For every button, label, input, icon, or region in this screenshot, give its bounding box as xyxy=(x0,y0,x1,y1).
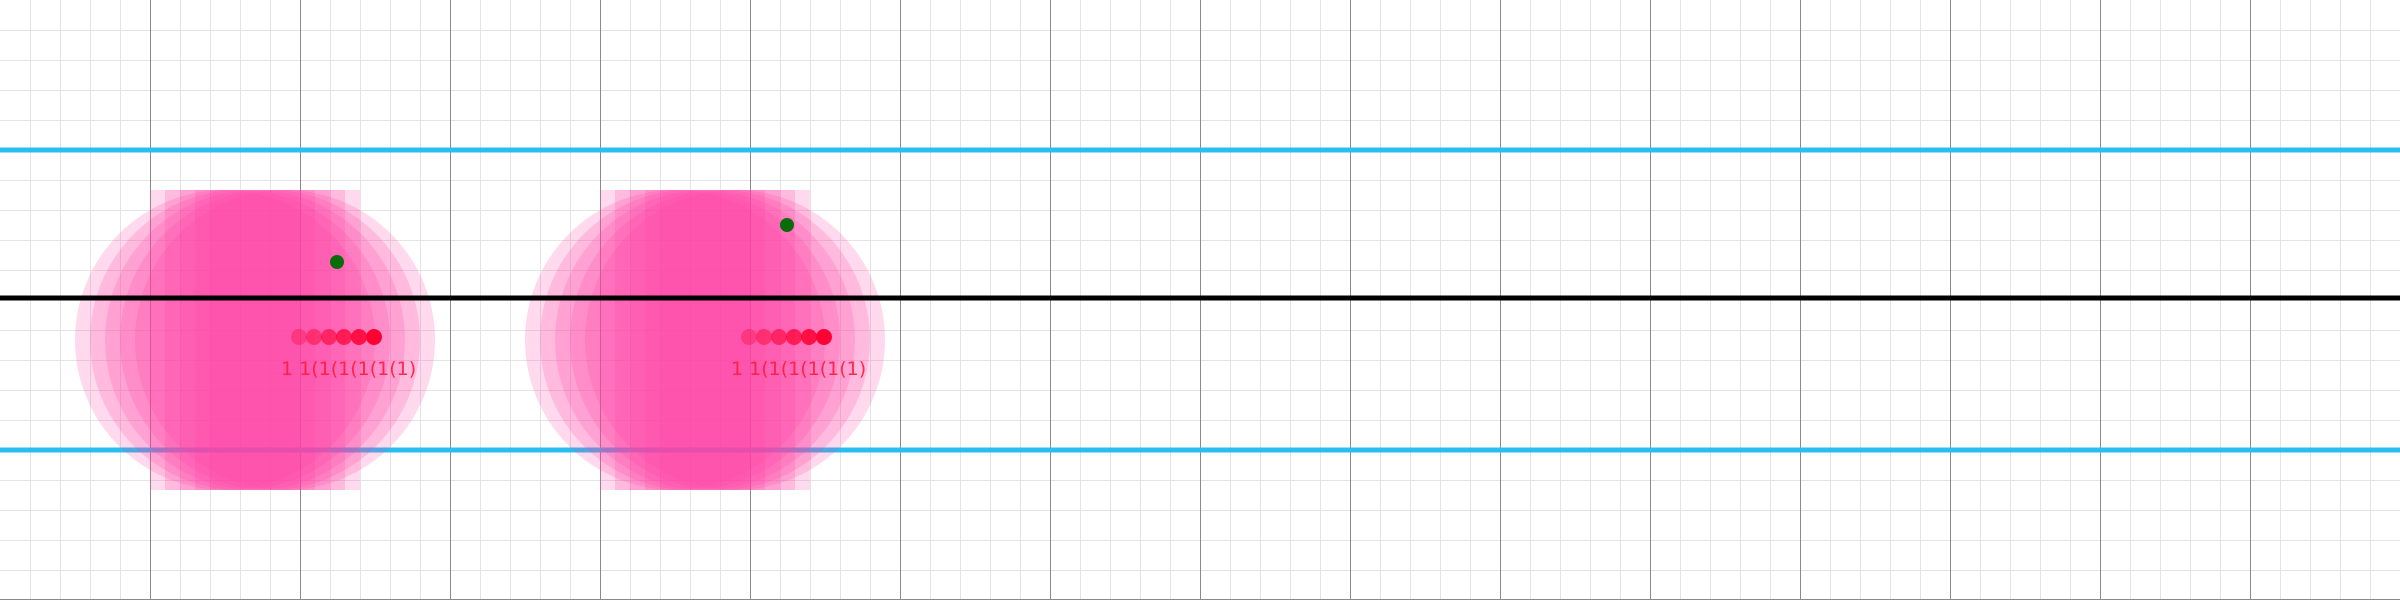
ghost-rect xyxy=(600,190,750,490)
ghost-label: 1 1(1(1(1(1(1) xyxy=(281,358,416,380)
marker-dot xyxy=(780,218,794,232)
ghost-rect xyxy=(180,190,330,490)
trail-dot xyxy=(321,329,337,345)
ghost-groups: 1 1(1(1(1(1(1) 1 1(1(1(1(1(1) xyxy=(75,190,885,490)
ghost-ellipse xyxy=(585,190,885,490)
ghost-ellipse xyxy=(540,190,840,490)
horizontal-lines xyxy=(0,147,2400,453)
trail-dot xyxy=(366,329,382,345)
trail-dot xyxy=(351,329,367,345)
ghost-rect xyxy=(630,190,780,490)
ghost-rect xyxy=(615,190,765,490)
ghost-rect xyxy=(150,190,300,490)
ghost-group: 1 1(1(1(1(1(1) xyxy=(75,190,435,490)
ghost-rect xyxy=(195,190,345,490)
ghost-rect xyxy=(165,190,315,490)
ghost-ellipse xyxy=(525,190,825,490)
ghost-ellipse xyxy=(570,190,870,490)
ghost-ellipse xyxy=(75,190,375,490)
ghost-ellipse xyxy=(105,190,405,490)
marker-dot xyxy=(330,255,344,269)
ghost-ellipse xyxy=(120,190,420,490)
trail-dot xyxy=(816,329,832,345)
ghost-ellipse xyxy=(555,190,855,490)
trail-dot xyxy=(336,329,352,345)
trail-dot xyxy=(756,329,772,345)
trail-dot xyxy=(741,329,757,345)
ghost-group: 1 1(1(1(1(1(1) xyxy=(525,190,885,490)
trail-dot xyxy=(291,329,307,345)
ghost-ellipse xyxy=(90,190,390,490)
ghost-label: 1 1(1(1(1(1(1) xyxy=(731,358,866,380)
trail-dot xyxy=(306,329,322,345)
trail-dot xyxy=(786,329,802,345)
trail-dot xyxy=(801,329,817,345)
trail-dot xyxy=(771,329,787,345)
ghost-rect xyxy=(645,190,795,490)
ghost-ellipse xyxy=(135,190,435,490)
